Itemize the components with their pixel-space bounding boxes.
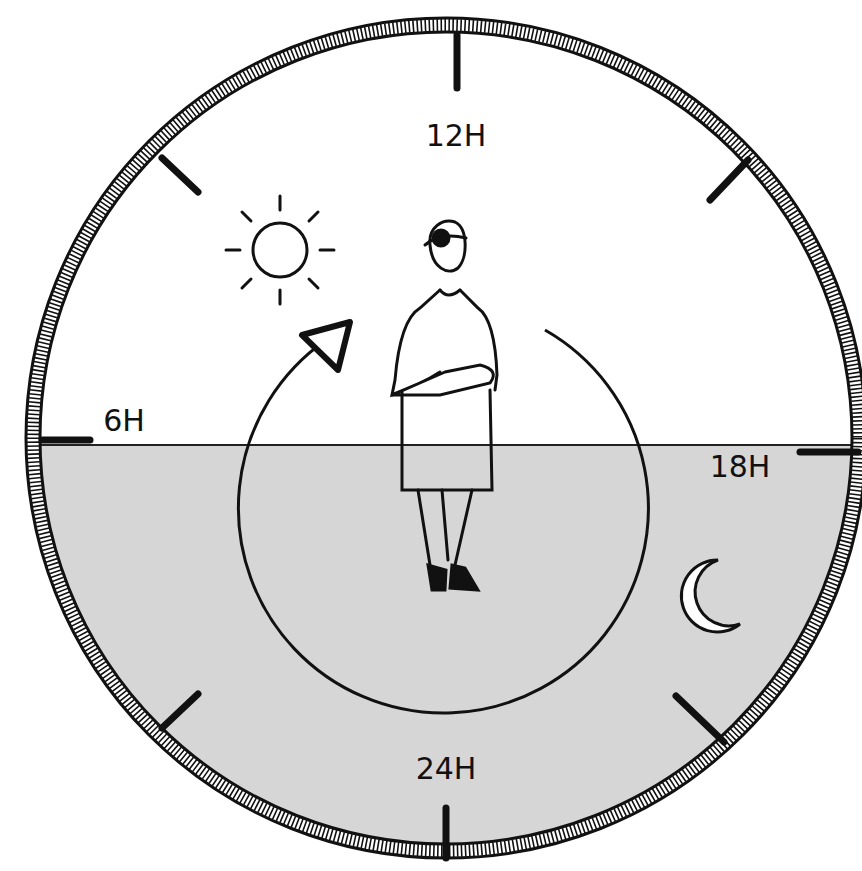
hour-label: 12H	[423, 119, 490, 152]
hour-ticks	[42, 35, 858, 858]
hour-label: 24H	[413, 752, 480, 785]
night-half	[0, 445, 862, 871]
horizon-line	[40, 444, 862, 446]
hour-label: 18H	[707, 450, 774, 483]
moon-icon	[681, 560, 740, 632]
sun-icon	[226, 196, 334, 304]
hour-label: 6H	[100, 404, 148, 437]
hatched-rim	[33, 25, 859, 851]
person-figure	[392, 221, 497, 590]
arrow-head	[302, 322, 350, 370]
cycle-arrow	[238, 330, 648, 713]
